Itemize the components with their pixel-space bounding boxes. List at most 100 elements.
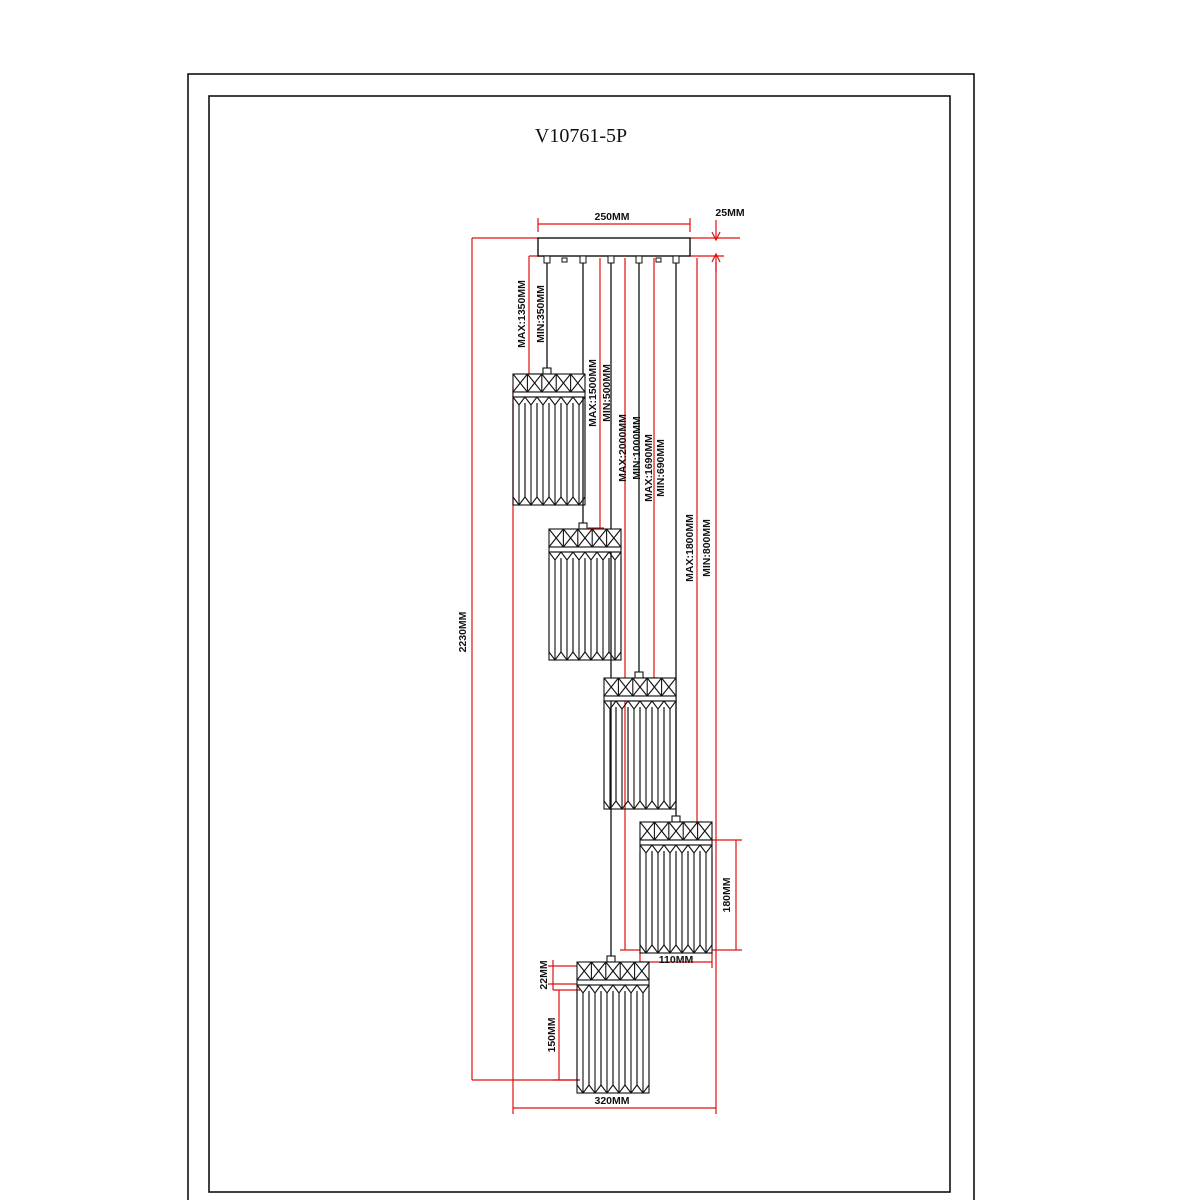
prism-top (512, 396, 526, 406)
crown-facet (634, 961, 650, 981)
crown-facet (562, 528, 579, 548)
pendant-1-max-label: MAX:1350MM (516, 280, 528, 348)
crystal-rim (639, 839, 713, 846)
shade-5 (576, 955, 650, 1094)
prism-top (596, 551, 610, 561)
cord-grips (543, 255, 680, 264)
pendant-5-min-label: MIN:800MM (701, 519, 713, 577)
prism-top (548, 551, 562, 561)
outer-frame (187, 73, 975, 1200)
dimension-labels: 250MM 25MM 2230MM 320MM 110MM 180MM 22MM… (457, 207, 745, 1107)
canopy-width-label: 250MM (594, 211, 629, 223)
lamp-holder (606, 955, 616, 963)
shade-2 (548, 522, 622, 661)
model-title: V10761-5P (535, 125, 627, 147)
prism-top (536, 396, 550, 406)
lamp-holder (671, 815, 681, 823)
crown-facet (605, 961, 621, 981)
prism-top (560, 396, 574, 406)
shade-4 (639, 815, 713, 954)
crown-facet (603, 677, 619, 697)
crown-facet (591, 528, 608, 548)
grip-3 (607, 255, 615, 264)
crown-facet (661, 677, 677, 697)
prism-top (560, 551, 574, 561)
lamp-holder (542, 367, 552, 375)
pendant-3-min-label: MIN:1000MM (631, 416, 643, 480)
prism-top (548, 396, 562, 406)
crown-height-label: 22MM (538, 960, 550, 989)
pendant-3-max-label: MAX:2000MM (617, 414, 629, 482)
body-height-label: 150MM (546, 1017, 558, 1052)
overall-height-label: 2230MM (457, 611, 469, 652)
canopy-height-label: 25MM (715, 207, 744, 219)
crown-facet (646, 677, 663, 697)
crown-facet (570, 373, 586, 393)
crown-facet (590, 961, 607, 981)
prism-top (663, 700, 677, 710)
prism-top (572, 551, 586, 561)
crown-facet (555, 373, 572, 393)
crystal-rim (576, 979, 650, 986)
prism-top (612, 984, 626, 994)
crown-facet (512, 373, 528, 393)
pendant-2-max-label: MAX:1500MM (587, 359, 599, 427)
shade-3 (603, 671, 677, 810)
pendant-4-max-label: MAX:1690MM (643, 434, 655, 502)
grip-4 (635, 255, 643, 264)
crown-facet (619, 961, 636, 981)
crown-facet (639, 821, 655, 841)
crystal-rim (548, 546, 622, 553)
canopy-height-arrow-top (711, 231, 721, 242)
prism-top (636, 984, 650, 994)
prism-top (624, 984, 638, 994)
screw-left (561, 257, 568, 263)
crown-facet (682, 821, 699, 841)
prism-top (524, 396, 538, 406)
crown-facet (606, 528, 622, 548)
shades (512, 367, 713, 1094)
shade-width-label: 110MM (659, 954, 694, 966)
pendant-5-max-label: MAX:1800MM (684, 514, 696, 582)
crown-facet (548, 528, 564, 548)
crown-facet (697, 821, 713, 841)
grip-5 (672, 255, 680, 264)
shade-1 (512, 367, 586, 506)
pendant-4-min-label: MIN:690MM (655, 439, 667, 497)
overall-width-label: 320MM (594, 1095, 629, 1107)
crown-facet (541, 373, 557, 393)
prism-top (651, 844, 665, 854)
prism-top (584, 551, 598, 561)
crown-facet (577, 528, 593, 548)
crown-facet (653, 821, 670, 841)
cords (546, 256, 677, 960)
crown-facet (526, 373, 543, 393)
grip-2 (579, 255, 587, 264)
pendant-1-min-label: MIN:350MM (535, 285, 547, 343)
crown-facet (617, 677, 634, 697)
prism-top (615, 700, 629, 710)
prism-top (639, 700, 653, 710)
prism-top (600, 984, 614, 994)
grip-1 (543, 255, 551, 264)
prism-top (663, 844, 677, 854)
canopy-height-arrow-bottom (711, 252, 721, 263)
prism-top (627, 700, 641, 710)
prism-top (588, 984, 602, 994)
shade-height-label: 180MM (721, 877, 733, 912)
crown-facet (668, 821, 684, 841)
crown-facet (576, 961, 592, 981)
lamp-holder (578, 522, 588, 530)
crystal-rim (603, 695, 677, 702)
lamp-holder (634, 671, 644, 679)
prism-top (639, 844, 653, 854)
prism-top (603, 700, 617, 710)
crystal-rim (512, 391, 586, 398)
crown-facet (632, 677, 648, 697)
prism-top (675, 844, 689, 854)
screw-right (655, 257, 662, 263)
prism-top (651, 700, 665, 710)
prism-top (576, 984, 590, 994)
pendant-2-min-label: MIN:500MM (601, 364, 613, 422)
